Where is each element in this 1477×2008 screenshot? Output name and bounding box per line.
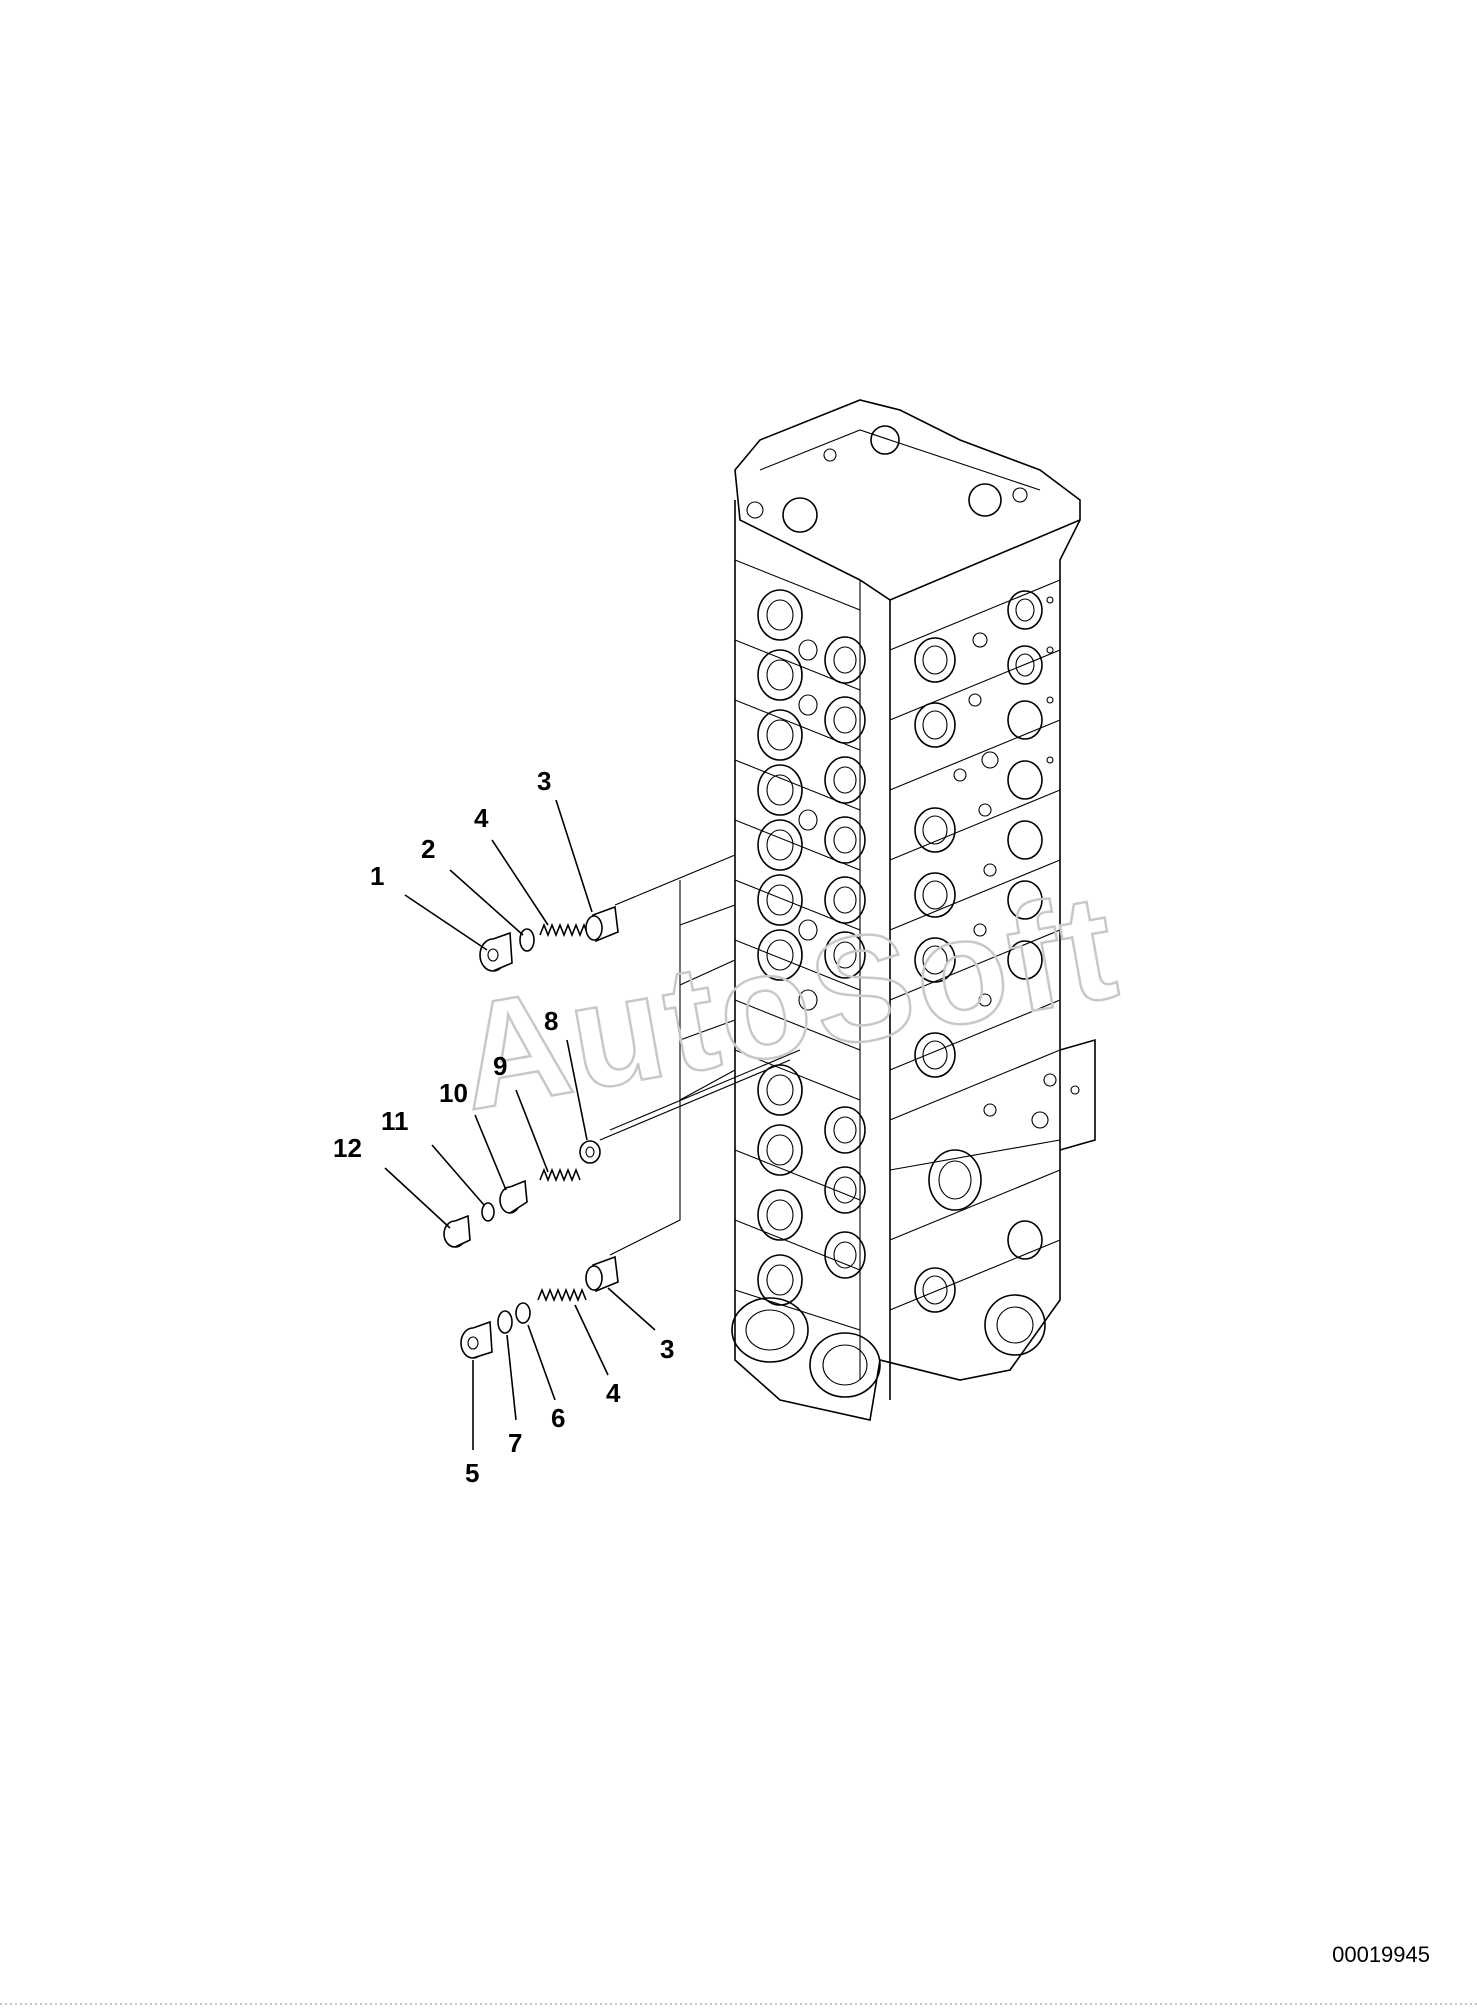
part-10-plug bbox=[499, 1179, 528, 1214]
callout-10: 10 bbox=[439, 1078, 468, 1108]
part-9-spring bbox=[539, 1167, 581, 1183]
part-7-backup-ring bbox=[497, 1310, 513, 1334]
part-6-o-ring bbox=[515, 1302, 531, 1324]
leader-lines bbox=[384, 799, 656, 1450]
part-2-o-ring bbox=[519, 928, 535, 952]
callout-3-lower: 3 bbox=[660, 1334, 674, 1364]
callout-4-lower: 4 bbox=[606, 1378, 621, 1408]
callout-3-upper: 3 bbox=[537, 766, 551, 796]
callout-6: 6 bbox=[551, 1403, 565, 1433]
watermark-text: AutoSoft bbox=[446, 861, 1130, 1142]
callout-2: 2 bbox=[421, 834, 435, 864]
part-5-plug bbox=[460, 1320, 493, 1359]
callout-8: 8 bbox=[544, 1006, 558, 1036]
callout-1: 1 bbox=[370, 861, 384, 891]
assembly-lines bbox=[599, 854, 801, 1256]
callout-12: 12 bbox=[333, 1133, 362, 1163]
part-4-spring-lower bbox=[537, 1287, 587, 1303]
part-11-o-ring bbox=[481, 1202, 495, 1222]
callout-labels: 1 2 3 4 8 9 10 11 12 3 4 6 7 5 bbox=[333, 766, 674, 1488]
part-3-spool-upper bbox=[585, 905, 619, 943]
part-3-spool-lower bbox=[585, 1255, 619, 1293]
callout-7: 7 bbox=[508, 1428, 522, 1458]
callout-4-upper: 4 bbox=[474, 803, 489, 833]
part-8-poppet bbox=[579, 1140, 601, 1164]
part-12-plug bbox=[443, 1214, 471, 1248]
part-4-spring-upper bbox=[539, 922, 589, 938]
document-number: 00019945 bbox=[1332, 1942, 1430, 1967]
valve-body bbox=[731, 399, 1096, 1421]
callout-9: 9 bbox=[493, 1051, 507, 1081]
callout-5: 5 bbox=[465, 1458, 479, 1488]
callout-11: 11 bbox=[381, 1106, 409, 1136]
part-1-plug bbox=[479, 931, 513, 972]
